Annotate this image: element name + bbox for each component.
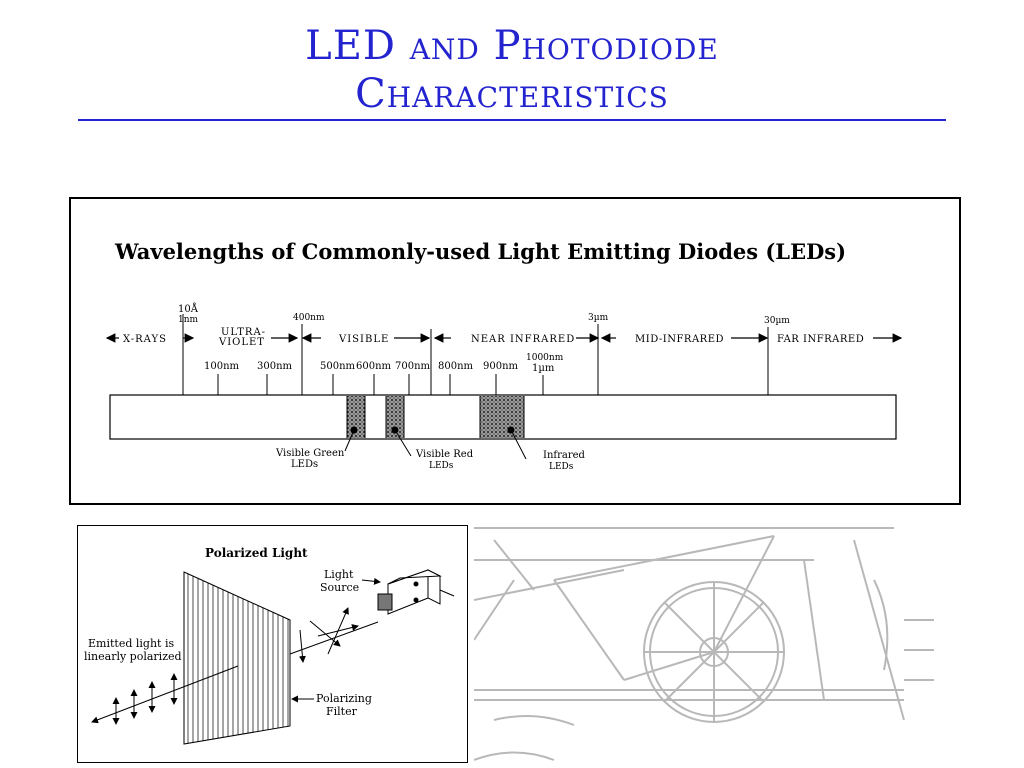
slide-title: LED and Photodiode Characteristics [0,22,1024,118]
region-near-infrared: NEAR INFRARED [471,334,575,345]
mark-400nm: 400nm [293,313,325,323]
light-source-box [377,569,455,615]
patent-drawing-background [474,527,934,761]
led-band-edges [346,396,525,438]
callout-red-1: Visible Red [415,449,474,460]
mark-30um: 30µm [764,316,790,326]
filter-label-2: Filter [326,705,358,718]
callout-green-1: Visible Green [275,448,345,459]
region-far-infrared: FAR INFRARED [777,334,864,345]
region-ultraviolet-1: ULTRA- [221,327,266,338]
source-label-1: Light [324,568,354,581]
region-xrays: X-RAYS [123,334,167,345]
emitted-label-2: linearly polarized [84,650,182,663]
tick-700nm: 700nm [395,361,431,372]
tick-1um: 1µm [532,363,555,374]
title-underline [78,119,946,121]
tick-500nm: 500nm [320,361,356,372]
tick-600nm: 600nm [356,361,392,372]
polarizing-filter [183,571,291,745]
spectrum-title: Wavelengths of Commonly-used Light Emitt… [114,239,846,264]
tick-900nm: 900nm [483,361,519,372]
slide-title-line2: Characteristics [355,71,669,117]
tick-lines [182,314,769,395]
emitted-label-1: Emitted light is [88,637,174,650]
callout-ir-2: LEDs [549,462,574,472]
region-mid-infrared: MID-INFRARED [635,334,724,345]
polarized-light-figure: Polarized Light [77,525,468,763]
light-beam [91,607,379,725]
callout-red-2: LEDs [429,461,454,471]
green-led-band [347,396,365,438]
slide-title-line1: LED and Photodiode [305,23,719,69]
tick-800nm: 800nm [438,361,474,372]
mark-3um: 3µm [588,313,609,323]
polarized-title: Polarized Light [205,546,308,560]
mark-1nm: 1nm [178,315,199,325]
region-ultraviolet-2: VIOLET [218,337,265,348]
source-label-2: Source [320,581,359,594]
tick-1000nm: 1000nm [526,353,564,363]
spectrum-svg: Wavelengths of Commonly-used Light Emitt… [105,239,903,472]
tick-100nm: 100nm [204,361,240,372]
callout-green-2: LEDs [291,459,318,470]
infrared-led-band [480,396,524,438]
region-visible: VISIBLE [338,334,389,345]
source-leader [361,577,381,585]
callout-leaders [344,426,527,460]
polarized-svg: Polarized Light [84,546,455,745]
mark-10a: 10Å [178,303,199,315]
filter-label-1: Polarizing [316,692,372,705]
led-wavelength-diagram: Wavelengths of Commonly-used Light Emitt… [69,197,961,505]
callout-ir-1: Infrared [543,450,586,461]
tick-300nm: 300nm [257,361,293,372]
red-led-band [386,396,404,438]
